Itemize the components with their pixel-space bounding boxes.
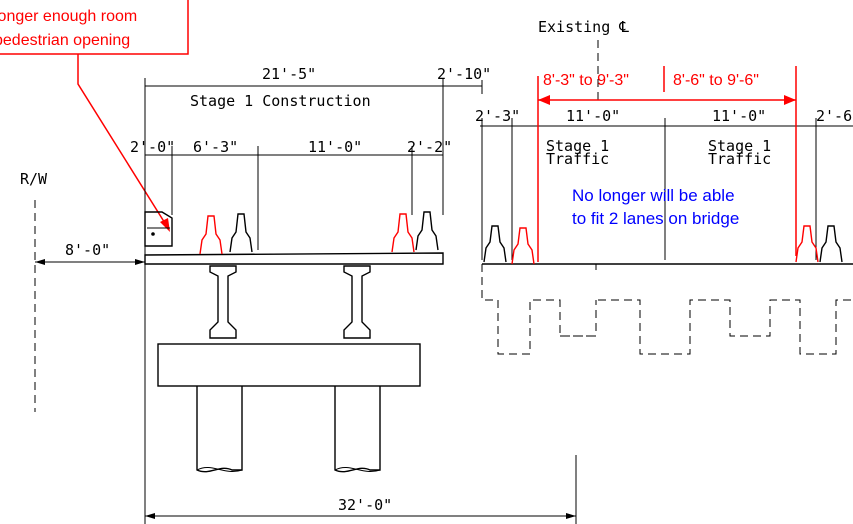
column-right (334, 386, 381, 473)
red-dim-left: 8'-3" to 9'-3" (543, 72, 629, 89)
deck-slab (144, 252, 444, 265)
girder-left (209, 265, 237, 339)
barrier-left (229, 213, 253, 253)
dim-existing-lane-right: 11'-0" (712, 107, 766, 125)
dim-barrier-offset: 2'-2" (407, 138, 452, 156)
girder-right (343, 265, 371, 339)
stage1-bridge-section (144, 211, 444, 473)
red-dim-right: 8'-6" to 9'-6" (673, 72, 759, 89)
existing-barrier-right (819, 225, 843, 263)
dim-overall-stage1: 21'-5" (262, 65, 316, 83)
blue-note-line-1: No longer will be able (572, 186, 735, 205)
dim-existing-right-edge: 2'-6 (816, 107, 852, 125)
callout-arrowhead (160, 218, 170, 232)
dim-total-width: 32'-0" (338, 496, 392, 514)
dim-right-overhang: 2'-10" (437, 65, 491, 83)
pier-cap (157, 343, 421, 387)
existing-red-barrier-right (795, 225, 819, 263)
dim-lane: 11'-0" (308, 138, 362, 156)
dim-rw-offset: 8'-0" (65, 241, 110, 259)
pedestrian-callout: longer enough room pedestrian opening (0, 0, 189, 232)
dim-walkway: 6'-3" (193, 138, 238, 156)
column-left (196, 386, 243, 473)
existing-barrier-left (483, 225, 507, 263)
stage1-construction-label: Stage 1 Construction (190, 92, 371, 110)
stage1-right-label: Stage 1 (708, 137, 771, 155)
callout-box (0, 0, 189, 55)
sidewalk-block (144, 211, 173, 247)
red-barrier-right (391, 213, 415, 253)
existing-cl-label: Existing ℄ (538, 18, 629, 36)
existing-bridge-section: Existing ℄ 2'-3" 11'-0" 11'-0" 2'-6 Stag… (475, 18, 853, 355)
existing-dashed-right (598, 299, 853, 355)
callout-line-2: pedestrian opening (0, 32, 130, 49)
traffic-right-label: Traffic (708, 150, 771, 168)
dim-sidewalk: 2'-0" (130, 138, 175, 156)
callout-line-1: longer enough room (0, 8, 137, 25)
traffic-left-label: Traffic (546, 150, 609, 168)
existing-red-barrier-left (511, 227, 535, 265)
blue-note-line-2: to fit 2 lanes on bridge (572, 209, 739, 228)
stage1-dimensions: 21'-5" 2'-10" Stage 1 Construction 2'-0"… (20, 65, 577, 524)
callout-leader (77, 54, 169, 229)
rw-label: R/W (20, 170, 48, 188)
stage1-left-label: Stage 1 (546, 137, 609, 155)
existing-dashed-left (481, 264, 597, 355)
barrier-right (415, 211, 439, 251)
dim-existing-left-edge: 2'-3" (475, 107, 520, 125)
red-barrier-left (199, 215, 223, 255)
dim-existing-lane-left: 11'-0" (566, 107, 620, 125)
